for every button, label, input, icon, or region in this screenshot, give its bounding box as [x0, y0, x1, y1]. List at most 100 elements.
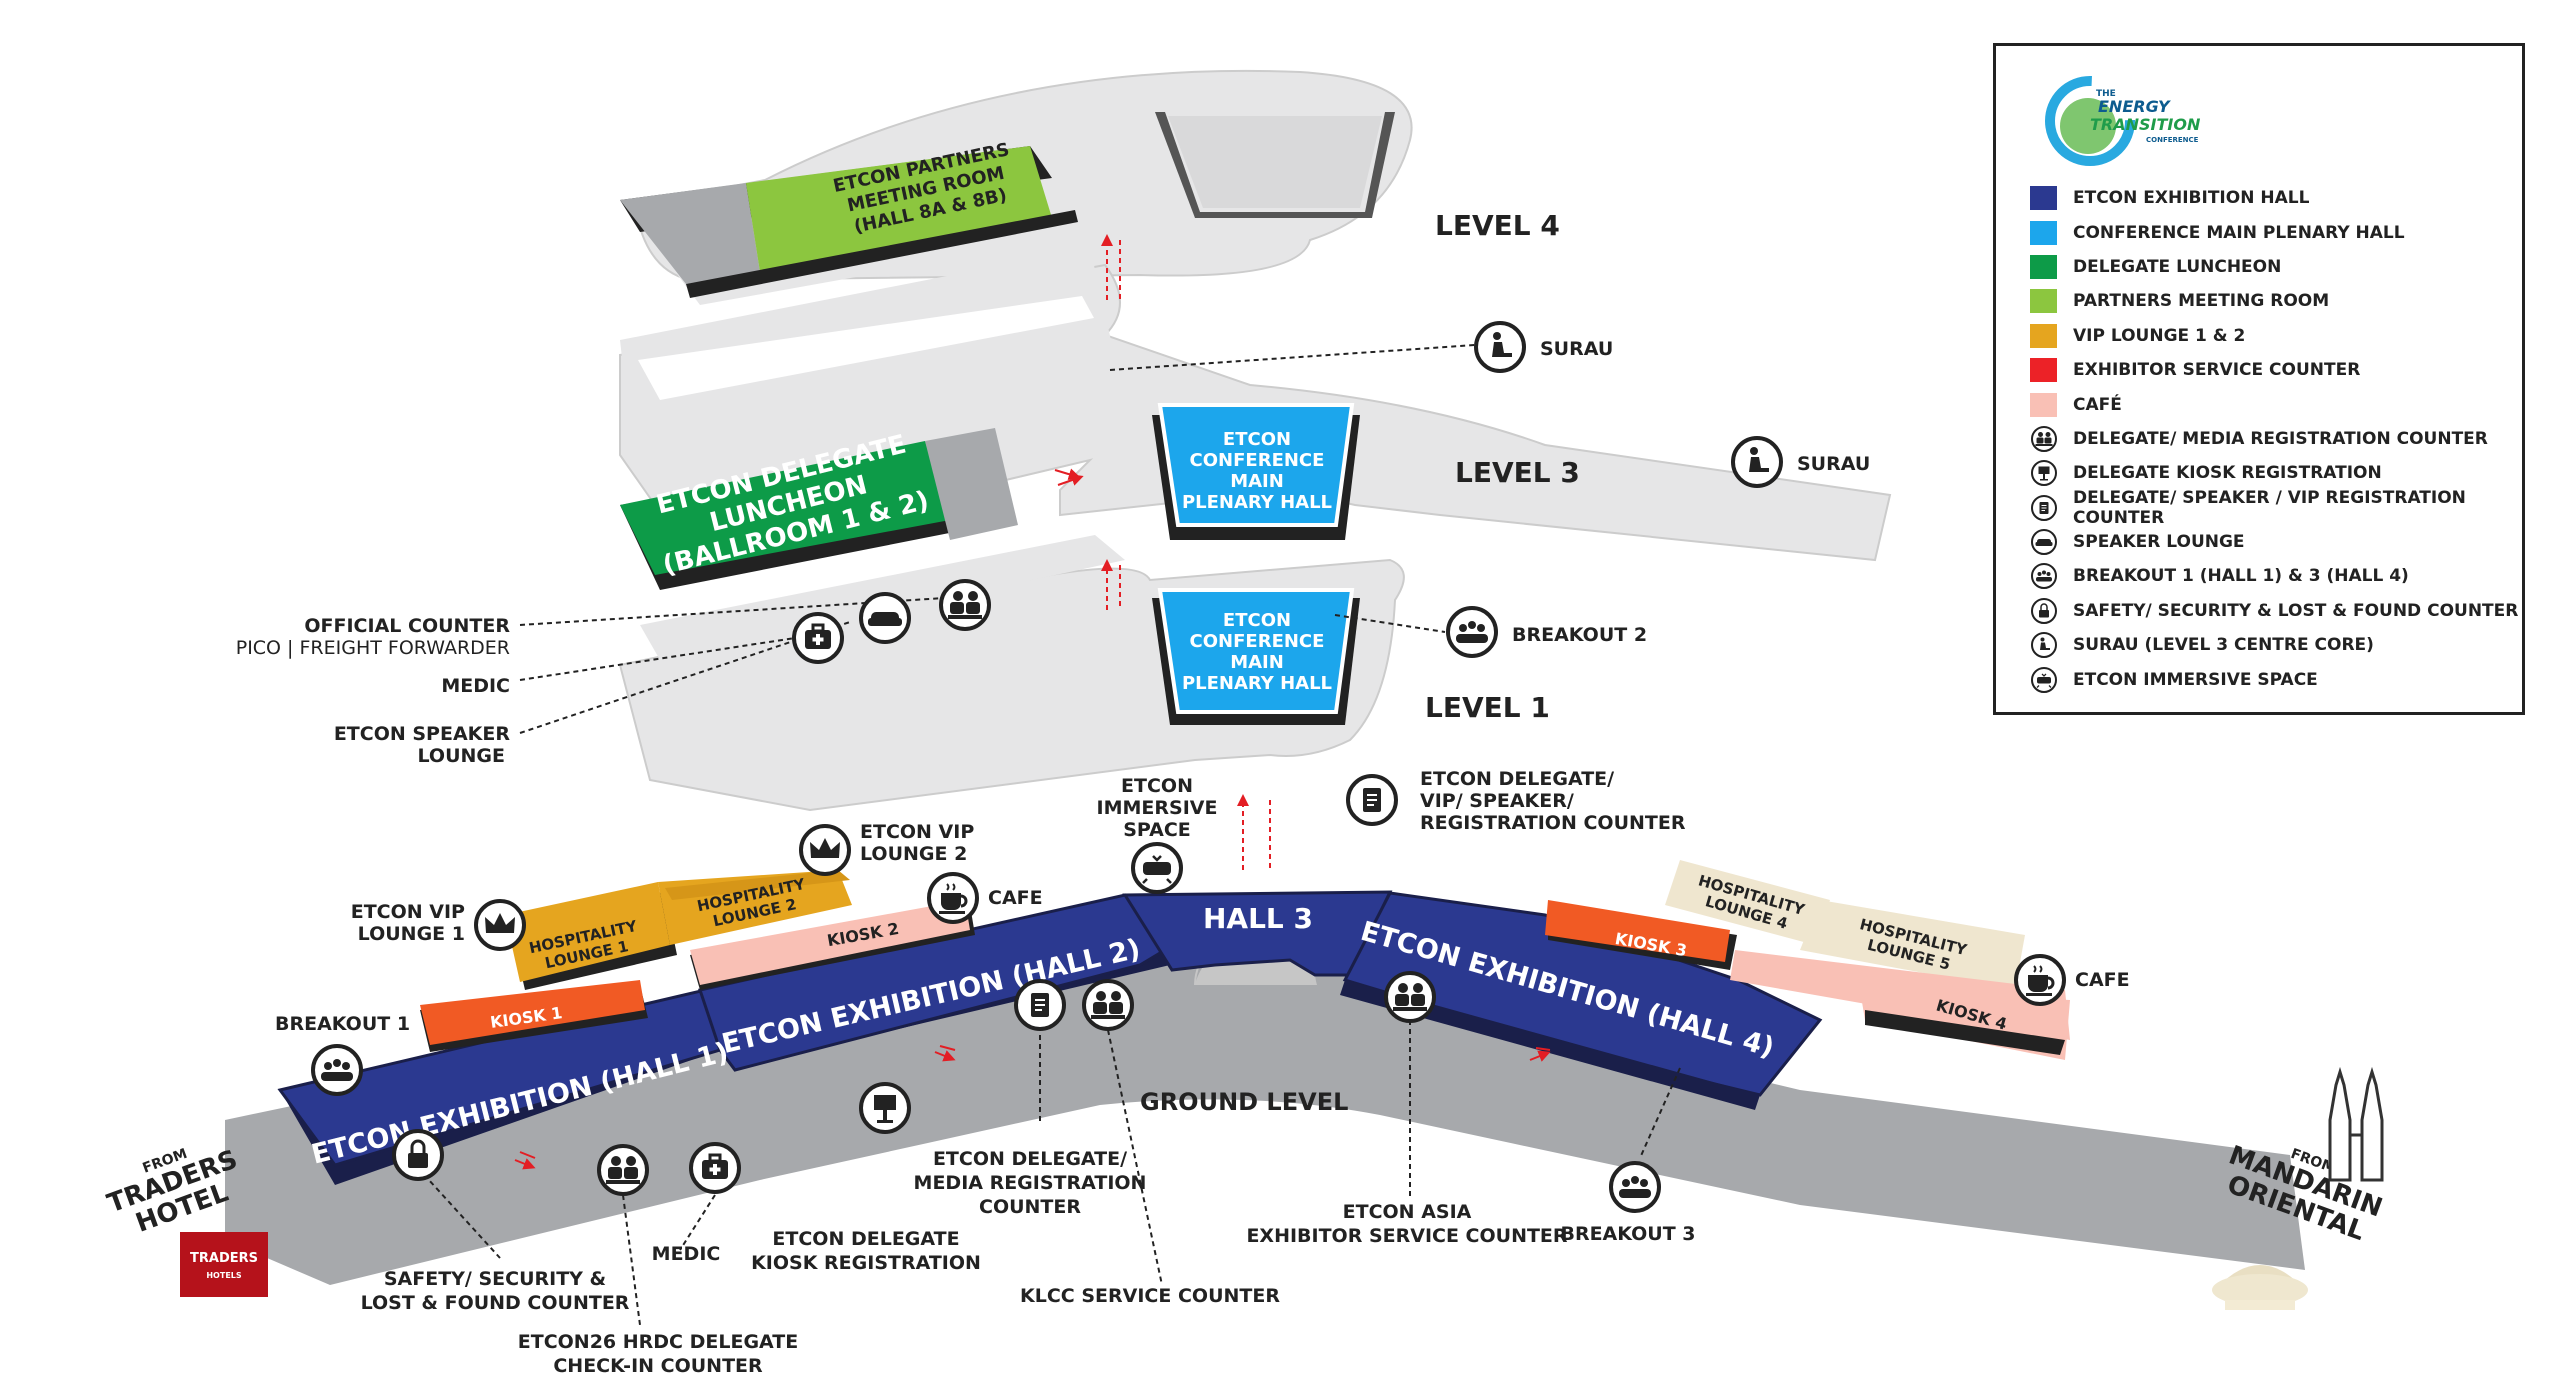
- legend-item: DELEGATE/ MEDIA REGISTRATION COUNTER: [2030, 422, 2522, 456]
- legend-label: ETCON EXHIBITION HALL: [2073, 188, 2310, 209]
- callout-surau-l4: SURAU: [1540, 338, 1613, 360]
- callout-vip1-1: ETCON VIP: [351, 901, 465, 923]
- label-plenary-l3: ETCON CONFERENCE MAIN PLENARY HALL: [1182, 429, 1332, 513]
- clipboard-icon: [2030, 494, 2057, 521]
- callout-safety-2: LOST & FOUND COUNTER: [361, 1292, 630, 1314]
- legend-label: DELEGATE KIOSK REGISTRATION: [2073, 463, 2382, 484]
- callout-asia-1: ETCON ASIA: [1343, 1201, 1472, 1223]
- level-4-floor: [620, 69, 1413, 305]
- legend-label: ETCON IMMERSIVE SPACE: [2073, 669, 2318, 690]
- lock-icon: [2030, 597, 2057, 624]
- medic-ground-icon: [689, 1142, 741, 1194]
- callout-medic-l1: MEDIC: [441, 675, 510, 697]
- callout-hrdc-2: CHECK-IN COUNTER: [553, 1355, 763, 1377]
- vip-lounge2-icon: [799, 824, 851, 876]
- legend-label: DELEGATE LUNCHEON: [2073, 256, 2282, 277]
- petronas-towers-icon: [2328, 1066, 2384, 1182]
- traders-hotel-logo: TRADERS HOTELS: [180, 1232, 268, 1297]
- callout-media-reg-3: COUNTER: [979, 1196, 1081, 1218]
- callout-kiosk-reg-2: KIOSK REGISTRATION: [751, 1252, 981, 1274]
- mandarin-oriental-logo: [2212, 1265, 2308, 1310]
- vr-icon: [2030, 666, 2057, 693]
- callout-safety-1: SAFETY/ SECURITY &: [384, 1268, 606, 1290]
- legend-swatch: [2030, 323, 2057, 348]
- plenary-hall-level-3: [1152, 403, 1360, 540]
- legend-item: ETCON EXHIBITION HALL: [2030, 181, 2522, 215]
- svg-text:ENERGY: ENERGY: [2098, 97, 2171, 116]
- legend-label: BREAKOUT 1 (HALL 1) & 3 (HALL 4): [2073, 566, 2409, 587]
- exhibition-halls: [277, 890, 1823, 1185]
- legend-label: EXHIBITOR SERVICE COUNTER: [2073, 360, 2361, 381]
- legend-swatch: [2030, 186, 2057, 211]
- callout-immersive-3: SPACE: [1123, 819, 1191, 841]
- cafe-right-icon: [2014, 954, 2066, 1006]
- svg-text:TRANSITION: TRANSITION: [2090, 115, 2201, 134]
- prayer-icon: [2030, 632, 2057, 659]
- callout-vip1-2: LOUNGE 1: [358, 923, 465, 945]
- legend-label: DELEGATE/ MEDIA REGISTRATION COUNTER: [2073, 428, 2488, 449]
- svg-text:PLENARY HALL: PLENARY HALL: [1182, 673, 1332, 694]
- legend-item: BREAKOUT 1 (HALL 1) & 3 (HALL 4): [2030, 559, 2522, 593]
- svg-text:MAIN: MAIN: [1230, 471, 1284, 492]
- callout-breakout2: BREAKOUT 2: [1512, 624, 1647, 646]
- callout-delegate-vip-2: VIP/ SPEAKER/: [1420, 790, 1574, 812]
- legend-item: PARTNERS MEETING ROOM: [2030, 284, 2522, 318]
- sofa-icon: [2030, 529, 2057, 556]
- callout-vip2-2: LOUNGE 2: [860, 843, 967, 865]
- callout-kiosk-reg-1: ETCON DELEGATE: [772, 1228, 959, 1250]
- hrdc-icon: [597, 1144, 649, 1196]
- medic-l1-icon: [792, 612, 844, 664]
- callout-delegate-vip-1: ETCON DELEGATE/: [1420, 768, 1614, 790]
- legend-swatch: [2030, 254, 2057, 279]
- svg-text:CONFERENCE: CONFERENCE: [1190, 450, 1325, 471]
- legend-item: CAFÉ: [2030, 387, 2522, 421]
- legend-item: SPEAKER LOUNGE: [2030, 525, 2522, 559]
- callout-cafe-left: CAFE: [988, 887, 1043, 909]
- legend-swatch: [2030, 358, 2057, 383]
- cafe-left-icon: [927, 872, 979, 924]
- svg-text:ETCON: ETCON: [1223, 610, 1291, 631]
- legend-swatch: [2030, 392, 2057, 417]
- callout-official-counter: OFFICIAL COUNTER: [304, 615, 510, 637]
- callout-cafe-right: CAFE: [2075, 969, 2130, 991]
- legend-label: SAFETY/ SECURITY & LOST & FOUND COUNTER: [2073, 600, 2519, 621]
- official-counter-icon: [939, 579, 991, 631]
- legend-list: ETCON EXHIBITION HALL CONFERENCE MAIN PLE…: [2030, 181, 2522, 697]
- level-3-label: LEVEL 3: [1455, 456, 1580, 489]
- immersive-space-icon: [1131, 842, 1183, 894]
- legend-label: VIP LOUNGE 1 & 2: [2073, 325, 2246, 346]
- svg-text:HOTELS: HOTELS: [206, 1271, 242, 1280]
- legend-label: DELEGATE/ SPEAKER / VIP REGISTRATION COU…: [2073, 487, 2466, 528]
- legend-swatch: [2030, 289, 2057, 314]
- etcon-logo: THE ENERGY TRANSITION CONFERENCE: [2045, 76, 2201, 166]
- people-counter-icon: [2030, 425, 2057, 452]
- lounges-and-kiosks: [420, 860, 2070, 1060]
- vertical-connectors: [1101, 234, 1271, 870]
- callout-official-counter-sub: PICO | FREIGHT FORWARDER: [236, 637, 510, 659]
- label-plenary-l1: ETCON CONFERENCE MAIN PLENARY HALL: [1182, 610, 1332, 694]
- legend-label: SURAU (LEVEL 3 CENTRE CORE): [2073, 635, 2374, 656]
- svg-text:CONFERENCE: CONFERENCE: [2146, 136, 2199, 144]
- callout-speaker-lounge-2: LOUNGE: [418, 745, 506, 767]
- legend-item: DELEGATE KIOSK REGISTRATION: [2030, 456, 2522, 490]
- surau-l3-icon: [1731, 436, 1783, 488]
- legend-item: SURAU (LEVEL 3 CENTRE CORE): [2030, 628, 2522, 662]
- legend-label: CONFERENCE MAIN PLENARY HALL: [2073, 222, 2405, 243]
- svg-text:MAIN: MAIN: [1230, 652, 1284, 673]
- callout-breakout1: BREAKOUT 1: [275, 1013, 410, 1035]
- legend-swatch: [2030, 220, 2057, 245]
- callout-speaker-lounge-1: ETCON SPEAKER: [334, 723, 511, 745]
- callout-media-reg-1: ETCON DELEGATE/: [933, 1148, 1127, 1170]
- media-reg-icon: [1014, 979, 1066, 1031]
- level-1-label: LEVEL 1: [1425, 691, 1550, 724]
- callout-asia-2: EXHIBITOR SERVICE COUNTER: [1246, 1225, 1567, 1247]
- safety-icon: [392, 1129, 444, 1181]
- legend-item: VIP LOUNGE 1 & 2: [2030, 319, 2522, 353]
- breakout3-icon: [1609, 1161, 1661, 1213]
- callout-medic-ground: MEDIC: [652, 1243, 721, 1265]
- legend-item: CONFERENCE MAIN PLENARY HALL: [2030, 215, 2522, 249]
- callout-vip2-1: ETCON VIP: [860, 821, 974, 843]
- legend-item: DELEGATE/ SPEAKER / VIP REGISTRATION COU…: [2030, 487, 2522, 528]
- svg-text:THE: THE: [2096, 89, 2116, 99]
